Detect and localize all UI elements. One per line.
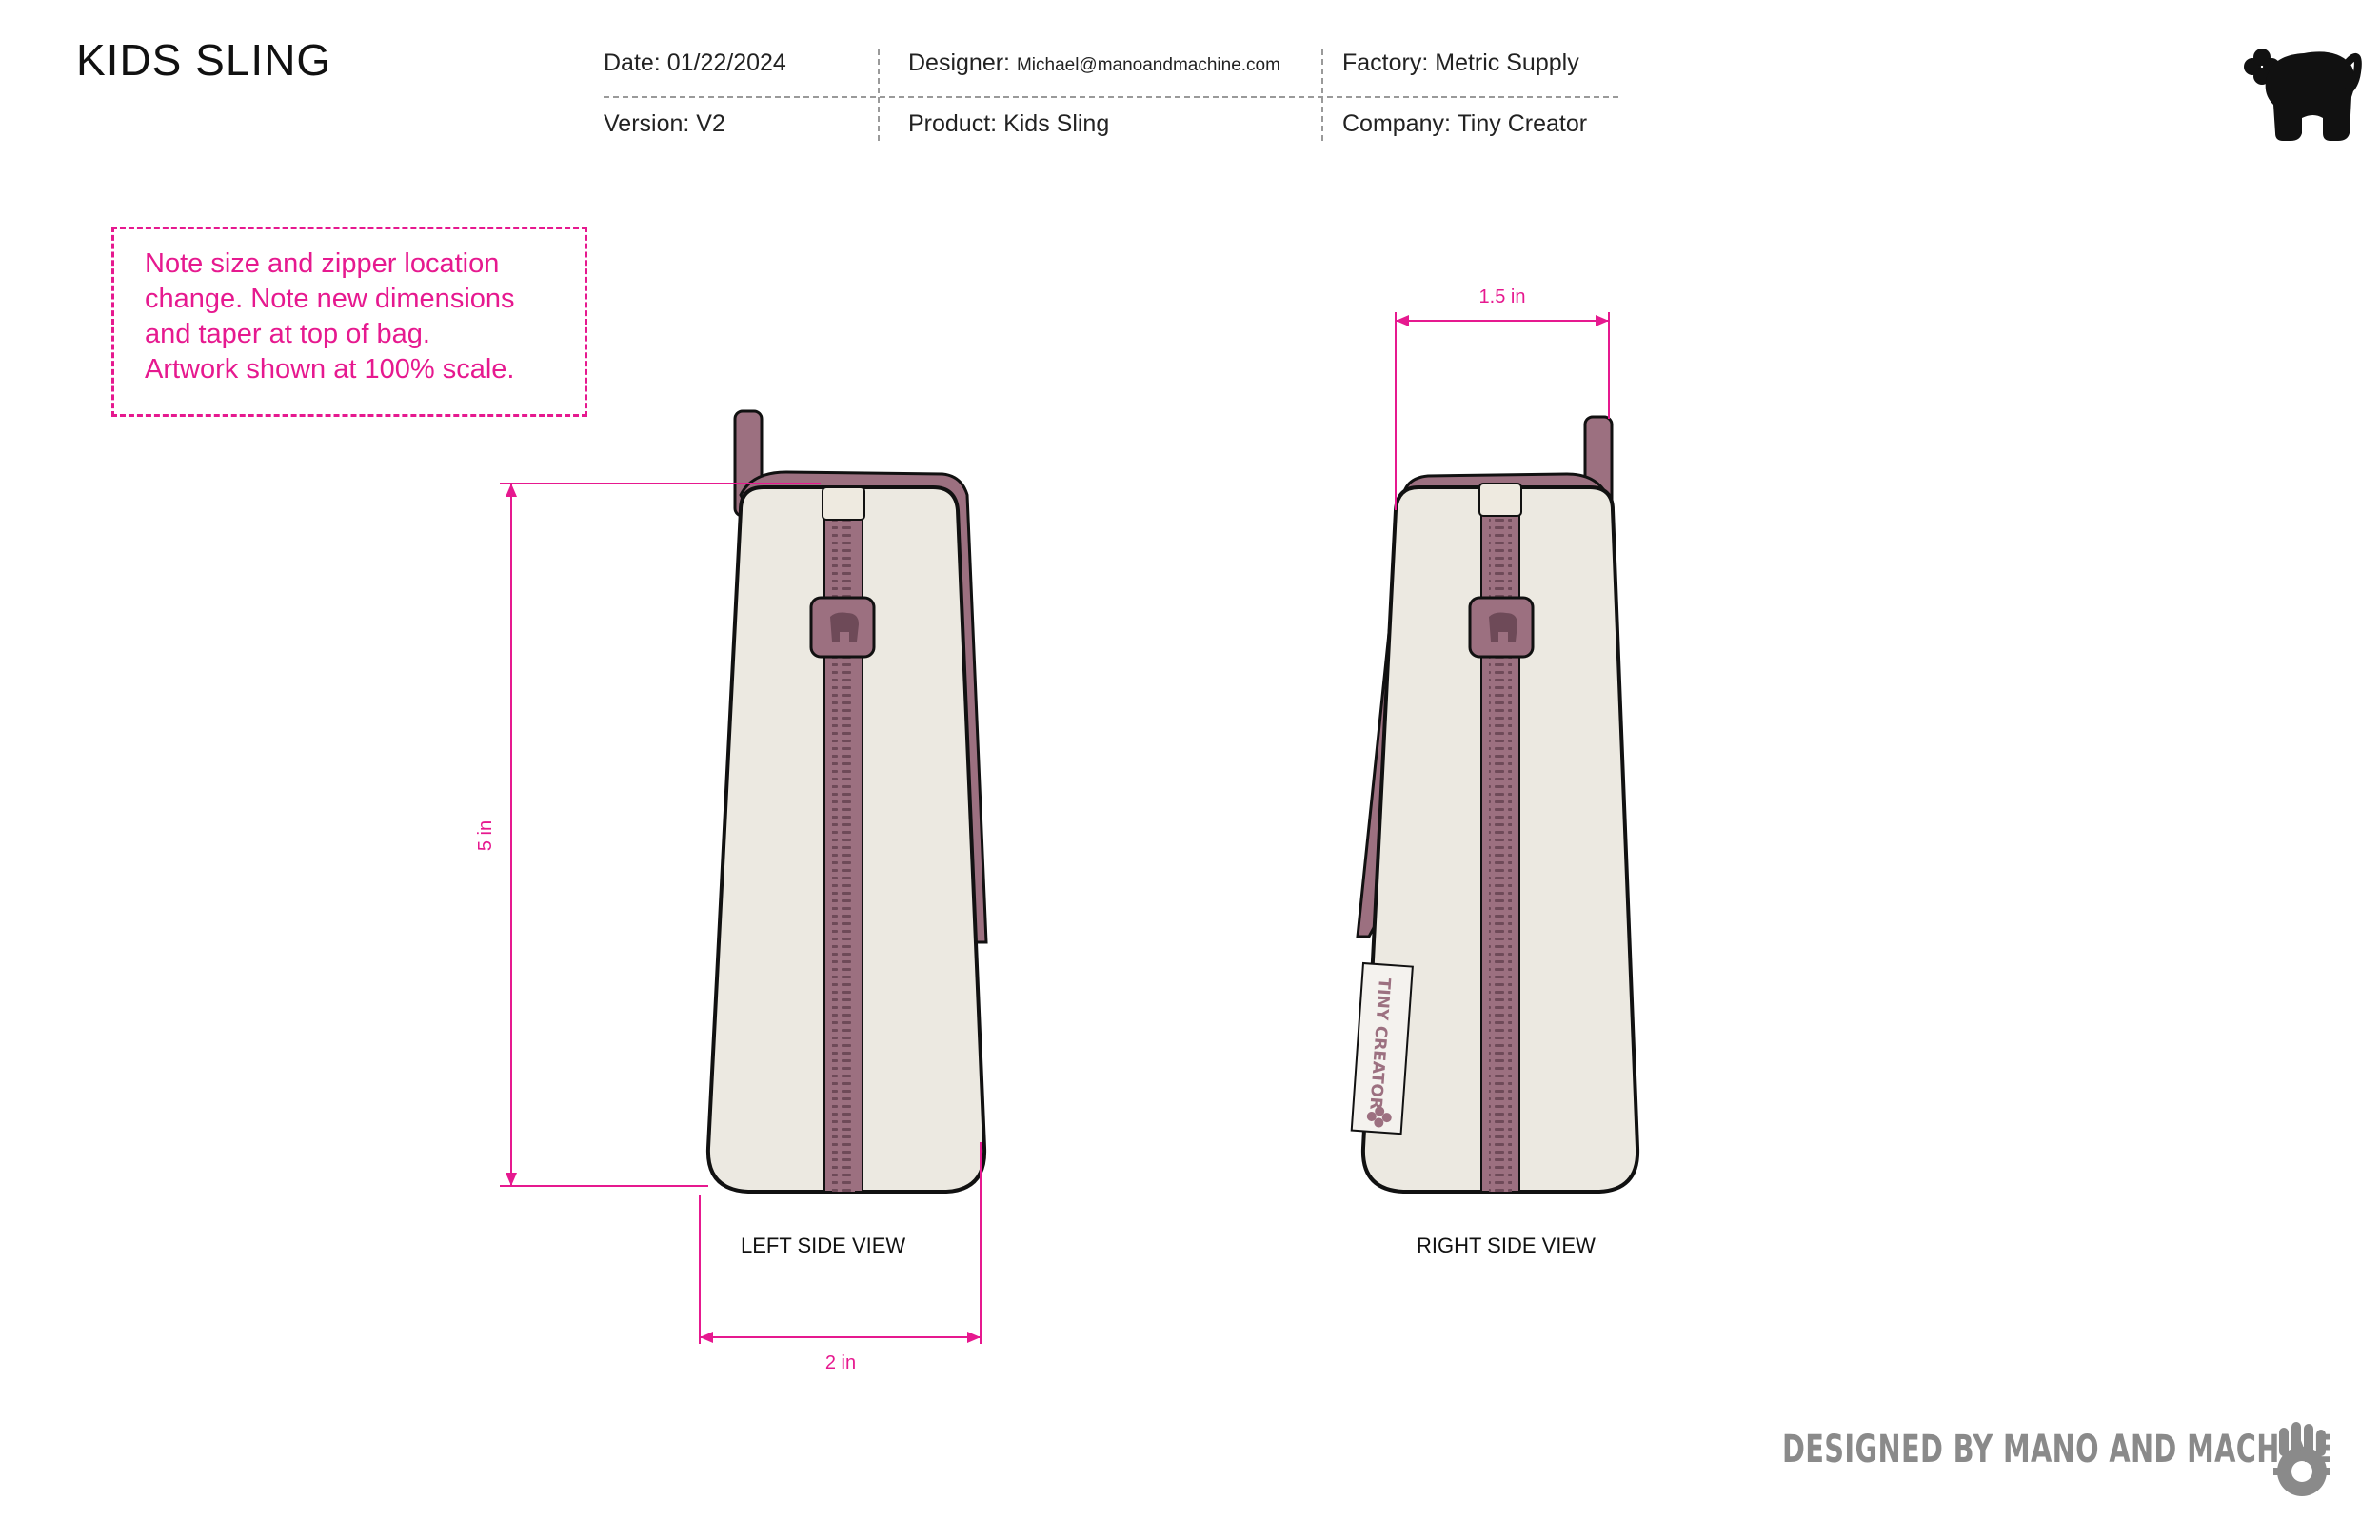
header-separator <box>1321 49 1323 141</box>
brand-label-tag: TINY CREATOR <box>1350 961 1414 1135</box>
designer-value: Michael@manoandmachine.com <box>1016 55 1280 75</box>
zipper-pull-icon <box>1468 596 1535 659</box>
zipper-end-tab <box>1478 483 1522 517</box>
brand-logo-icon <box>2244 49 2362 142</box>
bottom-width-dimension-label: 2 in <box>825 1352 856 1373</box>
date-field: Date: 01/22/2024 <box>604 49 786 77</box>
left-side-view-drawing <box>705 409 988 1194</box>
factory-label: Factory: <box>1342 49 1429 76</box>
zipper-end-tab <box>822 486 865 521</box>
company-field: Company: Tiny Creator <box>1342 110 1587 138</box>
design-note: Note size and zipper location change. No… <box>111 227 587 417</box>
header-separator <box>878 49 880 141</box>
dimension-lines <box>500 312 1610 1344</box>
company-label: Company: <box>1342 110 1451 137</box>
page-title: KIDS SLING <box>76 35 332 85</box>
note-line: Note size and zipper location <box>145 248 500 279</box>
version-field: Version: V2 <box>604 110 725 138</box>
note-line: Artwork shown at 100% scale. <box>145 354 515 385</box>
hand-gear-logo-icon <box>2273 1422 2330 1496</box>
right-side-view-drawing: TINY CREATOR <box>1350 415 1640 1194</box>
zipper-pull-icon <box>809 596 876 659</box>
designer-label: Designer: <box>908 49 1010 76</box>
footer-credit: DESIGNED BY MANO AND MACHINE <box>1782 1428 2333 1471</box>
factory-field: Factory: Metric Supply <box>1342 49 1579 77</box>
company-value: Tiny Creator <box>1457 110 1588 137</box>
date-label: Date: <box>604 49 661 76</box>
height-dimension-label: 5 in <box>475 820 496 851</box>
header-divider <box>604 96 1618 98</box>
version-value: V2 <box>696 110 725 137</box>
dimension-arrows <box>506 315 1609 1343</box>
note-line: and taper at top of bag. <box>145 319 430 349</box>
product-value: Kids Sling <box>1003 110 1110 137</box>
left-side-view-label: LEFT SIDE VIEW <box>741 1234 906 1257</box>
top-width-dimension-label: 1.5 in <box>1479 286 1526 307</box>
product-label: Product: <box>908 110 998 137</box>
product-field: Product: Kids Sling <box>908 110 1109 138</box>
right-side-view-label: RIGHT SIDE VIEW <box>1417 1234 1596 1257</box>
version-label: Version: <box>604 110 690 137</box>
note-line: change. Note new dimensions <box>145 284 515 314</box>
designer-field: Designer: Michael@manoandmachine.com <box>908 49 1280 77</box>
factory-value: Metric Supply <box>1435 49 1579 76</box>
date-value: 01/22/2024 <box>666 49 786 76</box>
